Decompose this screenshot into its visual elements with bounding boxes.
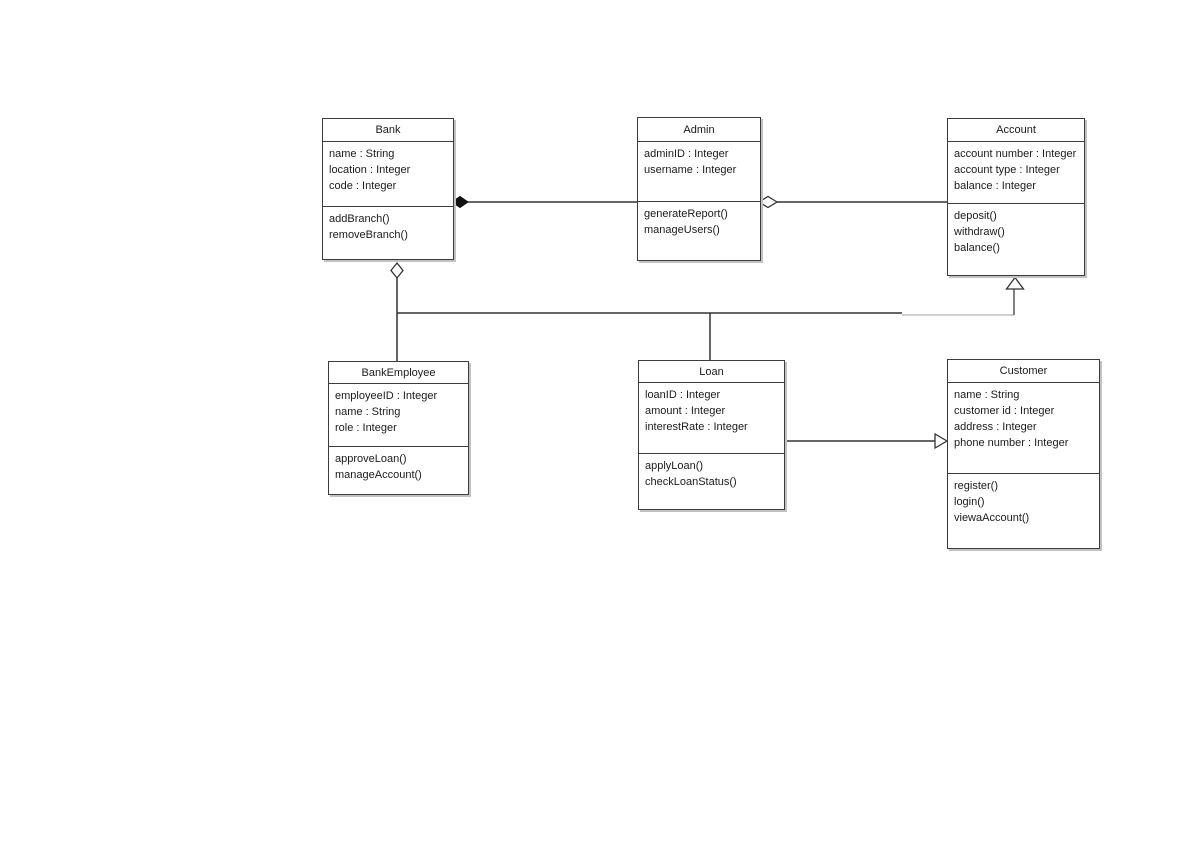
class-loan-title: Loan (639, 361, 784, 383)
method-line: generateReport() (644, 208, 728, 220)
method-line: removeBranch() (329, 229, 408, 241)
attribute-line: loanID : Integer (645, 389, 721, 401)
class-customer: Customer name : String customer id : Int… (947, 359, 1100, 549)
method-line: register() (954, 480, 999, 492)
method-line: viewaAccount() (954, 512, 1030, 524)
attribute-line: location : Integer (329, 164, 411, 176)
composition-diamond-icon (451, 195, 469, 209)
method-line: manageUsers() (644, 224, 720, 236)
attribute-line: interestRate : Integer (645, 421, 748, 433)
attribute-line: name : String (329, 148, 395, 160)
attribute-line: amount : Integer (645, 405, 726, 417)
class-bank: Bank name : String location : Integer co… (322, 118, 454, 260)
method-line: balance() (954, 242, 1000, 254)
class-admin: Admin adminID : Integer username : Integ… (637, 117, 761, 261)
class-loan-methods: applyLoan() checkLoanStatus() (639, 454, 784, 509)
class-account-attributes: account number : Integer account type : … (948, 142, 1084, 204)
class-bankemployee: BankEmployee employeeID : Integer name :… (328, 361, 469, 495)
attribute-line: address : Integer (954, 421, 1037, 433)
method-line: addBranch() (329, 213, 390, 225)
aggregation-diamond-icon (390, 261, 404, 280)
class-admin-attributes: adminID : Integer username : Integer (638, 142, 760, 202)
class-admin-title: Admin (638, 118, 760, 142)
class-customer-attributes: name : String customer id : Integer addr… (948, 383, 1099, 474)
attribute-line: adminID : Integer (644, 148, 729, 160)
class-customer-title: Customer (948, 360, 1099, 383)
attribute-line: phone number : Integer (954, 437, 1069, 449)
class-admin-methods: generateReport() manageUsers() (638, 202, 760, 260)
attribute-line: employeeID : Integer (335, 390, 438, 402)
attribute-line: username : Integer (644, 164, 737, 176)
class-account-methods: deposit() withdraw() balance() (948, 204, 1084, 275)
generalization-triangle-icon (1005, 276, 1025, 290)
method-line: withdraw() (954, 226, 1005, 238)
class-bankemployee-attributes: employeeID : Integer name : String role … (329, 384, 468, 447)
class-loan-attributes: loanID : Integer amount : Integer intere… (639, 383, 784, 454)
method-line: deposit() (954, 210, 997, 222)
method-line: applyLoan() (645, 460, 704, 472)
attribute-line: role : Integer (335, 422, 397, 434)
attribute-line: name : String (335, 406, 401, 418)
attribute-line: balance : Integer (954, 180, 1036, 192)
attribute-line: customer id : Integer (954, 405, 1055, 417)
attribute-line: name : String (954, 389, 1020, 401)
attribute-line: code : Integer (329, 180, 397, 192)
class-account: Account account number : Integer account… (947, 118, 1085, 276)
class-bank-attributes: name : String location : Integer code : … (323, 142, 453, 207)
attribute-line: account type : Integer (954, 164, 1060, 176)
method-line: checkLoanStatus() (645, 476, 737, 488)
aggregation-diamond-icon (757, 195, 779, 209)
class-bankemployee-title: BankEmployee (329, 362, 468, 384)
class-bank-methods: addBranch() removeBranch() (323, 207, 453, 259)
attribute-line: account number : Integer (954, 148, 1077, 160)
class-account-title: Account (948, 119, 1084, 142)
class-customer-methods: register() login() viewaAccount() (948, 474, 1099, 548)
method-line: approveLoan() (335, 453, 407, 465)
class-bankemployee-methods: approveLoan() manageAccount() (329, 447, 468, 494)
method-line: manageAccount() (335, 469, 422, 481)
method-line: login() (954, 496, 985, 508)
generalization-triangle-icon (934, 432, 949, 450)
class-bank-title: Bank (323, 119, 453, 142)
class-loan: Loan loanID : Integer amount : Integer i… (638, 360, 785, 510)
